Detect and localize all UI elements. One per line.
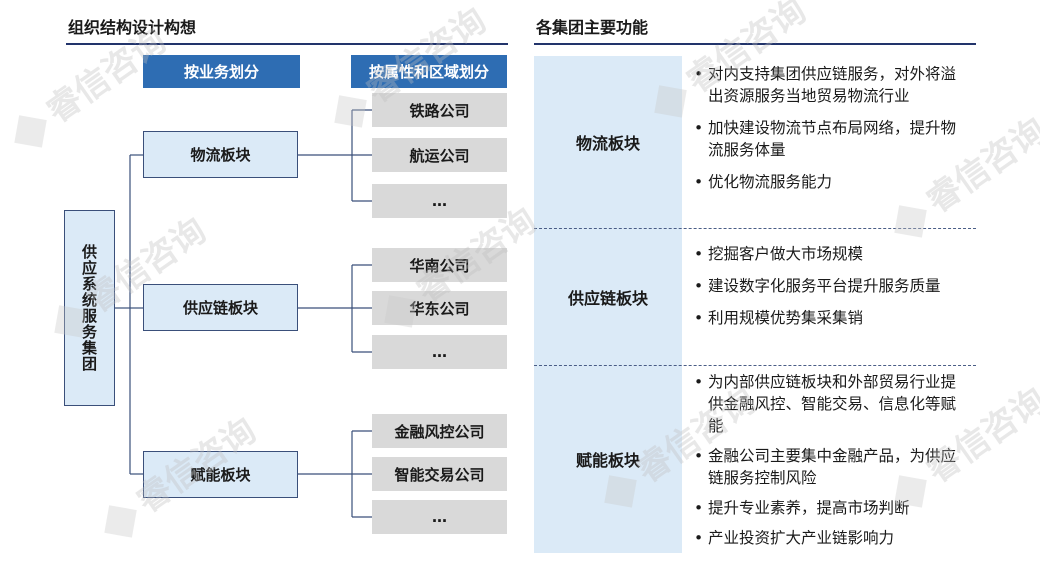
function-group-enablement: 赋能板块 [534,365,682,553]
list-item: 优化物流服务能力 [694,171,964,193]
list-item: 利用规模优势集采集销 [694,307,964,329]
block-supply-chain: 供应链板块 [143,284,298,331]
header-region: 按属性和区域划分 [351,55,507,88]
company-east-china: 华东公司 [372,291,507,325]
left-section-title: 组织结构设计构想 [68,18,197,37]
list-item: 产业投资扩大产业链影响力 [694,527,969,549]
group-divider-1 [534,228,976,229]
list-item: 建设数字化服务平台提升服务质量 [694,275,964,297]
right-section-title: 各集团主要功能 [536,18,649,37]
company-railway: 铁路公司 [372,93,507,127]
company-smart-trading: 智能交易公司 [372,457,507,491]
list-item: 提升专业素养，提高市场判断 [694,497,969,519]
root-group-box: 供应系统服务集团 [64,210,115,406]
right-title-rule [534,43,976,45]
block-enablement: 赋能板块 [143,451,298,498]
company-more-enable: … [372,500,507,534]
block-logistics: 物流板块 [143,131,298,178]
function-group-logistics: 物流板块 [534,56,682,228]
supply-chain-functions-list: 挖掘客户做大市场规模 建设数字化服务平台提升服务质量 利用规模优势集采集销 [694,243,964,329]
list-item: 挖掘客户做大市场规模 [694,243,964,265]
logistics-functions-list: 对内支持集团供应链服务，对外将溢出资源服务当地贸易物流行业 加快建设物流节点布局… [694,63,964,193]
enablement-functions-list: 为内部供应链板块和外部贸易行业提供金融风控、智能交易、信息化等赋能 金融公司主要… [694,371,969,549]
company-more-logistics: … [372,184,507,218]
list-item: 加快建设物流节点布局网络，提升物流服务体量 [694,117,964,161]
company-finance-risk: 金融风控公司 [372,414,507,448]
group-divider-2 [534,365,976,366]
header-business: 按业务划分 [143,55,300,88]
company-shipping: 航运公司 [372,138,507,172]
company-south-china: 华南公司 [372,248,507,282]
company-more-supply: … [372,335,507,369]
list-item: 金融公司主要集中金融产品，为供应链服务控制风险 [694,445,969,489]
function-group-supply-chain: 供应链板块 [534,228,682,365]
list-item: 对内支持集团供应链服务，对外将溢出资源服务当地贸易物流行业 [694,63,964,107]
list-item: 为内部供应链板块和外部贸易行业提供金融风控、智能交易、信息化等赋能 [694,371,969,437]
left-title-rule [66,43,508,45]
